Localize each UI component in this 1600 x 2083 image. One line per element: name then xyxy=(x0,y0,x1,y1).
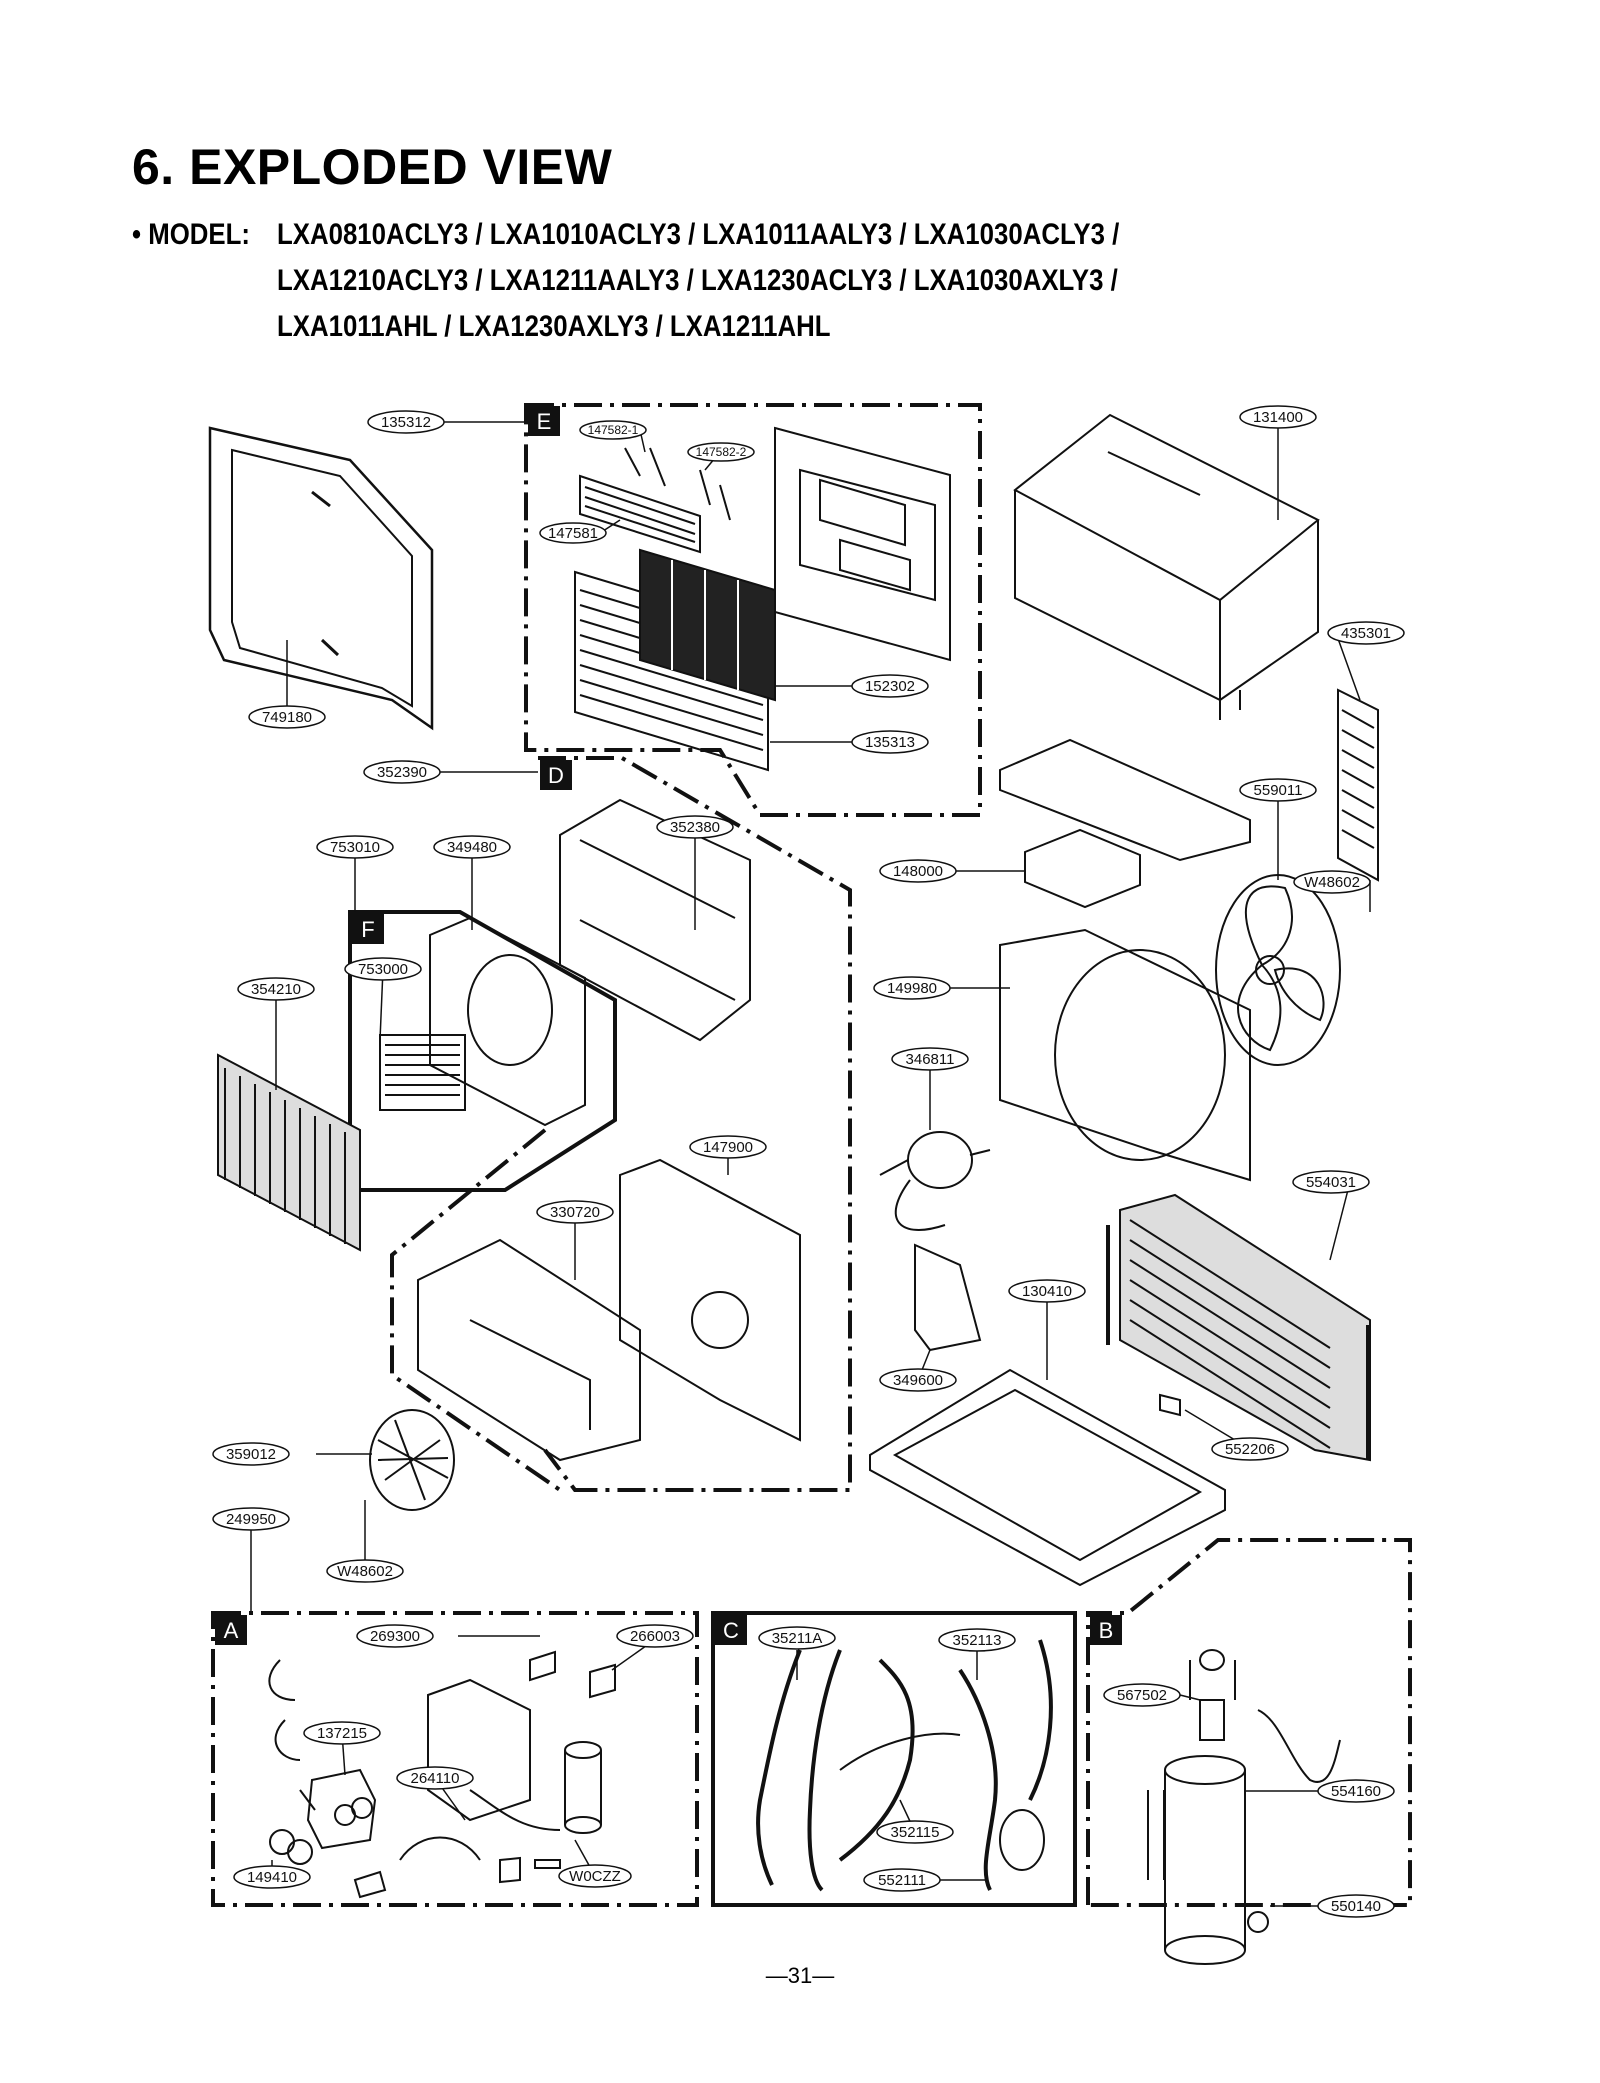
part-label: 554160 xyxy=(1317,1779,1395,1803)
part-label: 559011 xyxy=(1239,778,1317,802)
part-label: 346811 xyxy=(891,1047,969,1071)
svg-text:753000: 753000 xyxy=(358,961,408,978)
part-label: 567502 xyxy=(1103,1683,1181,1707)
part-label: 352113 xyxy=(938,1628,1016,1652)
svg-text:550140: 550140 xyxy=(1331,1898,1381,1915)
part-label: 550140 xyxy=(1317,1894,1395,1918)
part-label: 264110 xyxy=(396,1766,474,1790)
part-label: 35211A xyxy=(758,1626,836,1650)
svg-text:135312: 135312 xyxy=(381,414,431,431)
part-label: 552206 xyxy=(1211,1437,1289,1461)
svg-text:149410: 149410 xyxy=(247,1869,297,1886)
part-label: 749180 xyxy=(248,705,326,729)
svg-text:552111: 552111 xyxy=(878,1872,926,1889)
part-label: 147582-1 xyxy=(579,420,647,440)
svg-text:35211A: 35211A xyxy=(772,1630,823,1647)
part-label: 249950 xyxy=(212,1507,290,1531)
svg-text:130410: 130410 xyxy=(1022,1283,1072,1300)
section-tag-e: E xyxy=(537,409,552,434)
svg-text:148000: 148000 xyxy=(893,863,943,880)
model-label: • MODEL: xyxy=(132,218,250,251)
page-title: 6. EXPLODED VIEW xyxy=(132,139,613,195)
part-label: 152302 xyxy=(851,674,929,698)
part-label: 354210 xyxy=(237,977,315,1001)
svg-text:135313: 135313 xyxy=(865,734,915,751)
part-label: 147582-2 xyxy=(687,442,755,462)
svg-text:359012: 359012 xyxy=(226,1446,276,1463)
part-label: W48602 xyxy=(1293,870,1371,894)
svg-text:330720: 330720 xyxy=(550,1204,600,1221)
svg-text:435301: 435301 xyxy=(1341,625,1391,642)
svg-text:152302: 152302 xyxy=(865,678,915,695)
part-label: 148000 xyxy=(879,859,957,883)
model-list-line: LXA1011AHL / LXA1230AXLY3 / LXA1211AHL xyxy=(277,310,831,343)
svg-text:354210: 354210 xyxy=(251,981,301,998)
section-tag-a: A xyxy=(224,1618,239,1643)
svg-text:147581: 147581 xyxy=(548,525,598,542)
svg-text:266003: 266003 xyxy=(630,1628,680,1645)
svg-text:352113: 352113 xyxy=(953,1632,1002,1649)
section-tag-d: D xyxy=(548,763,564,788)
page-number: —31— xyxy=(765,1963,835,1988)
svg-text:269300: 269300 xyxy=(370,1628,420,1645)
svg-text:349480: 349480 xyxy=(447,839,497,856)
model-list-line: LXA0810ACLY3 / LXA1010ACLY3 / LXA1011AAL… xyxy=(277,218,1120,251)
part-label: 359012 xyxy=(212,1442,290,1466)
svg-text:349600: 349600 xyxy=(893,1372,943,1389)
part-label: 753010 xyxy=(316,835,394,859)
svg-text:749180: 749180 xyxy=(262,709,312,726)
svg-text:137215: 137215 xyxy=(317,1725,367,1742)
part-label: 135313 xyxy=(851,730,929,754)
svg-text:W0CZZ: W0CZZ xyxy=(569,1868,621,1885)
svg-text:147582-2: 147582-2 xyxy=(696,445,747,459)
part-label: 137215 xyxy=(303,1721,381,1745)
svg-text:W48602: W48602 xyxy=(337,1563,393,1580)
svg-text:147582-1: 147582-1 xyxy=(588,423,639,437)
section-tag-b: B xyxy=(1099,1618,1114,1643)
svg-text:346811: 346811 xyxy=(906,1051,955,1068)
svg-text:554031: 554031 xyxy=(1306,1174,1356,1191)
part-label: 352380 xyxy=(656,815,734,839)
svg-text:554160: 554160 xyxy=(1331,1783,1381,1800)
part-label: 266003 xyxy=(616,1624,694,1648)
part-label: 349480 xyxy=(433,835,511,859)
svg-text:W48602: W48602 xyxy=(1304,874,1360,891)
part-label: 269300 xyxy=(356,1624,434,1648)
part-label: 352115 xyxy=(876,1820,954,1844)
part-label: 349600 xyxy=(879,1368,957,1392)
part-label: 149410 xyxy=(233,1865,311,1889)
svg-text:131400: 131400 xyxy=(1253,409,1303,426)
part-label: 130410 xyxy=(1008,1279,1086,1303)
svg-text:753010: 753010 xyxy=(330,839,380,856)
part-label: 435301 xyxy=(1327,621,1405,645)
model-list-line: LXA1210ACLY3 / LXA1211AALY3 / LXA1230ACL… xyxy=(277,264,1118,297)
part-label: 147581 xyxy=(539,522,607,544)
section-tag-c: C xyxy=(723,1618,739,1643)
svg-text:352390: 352390 xyxy=(377,764,427,781)
part-label: 753000 xyxy=(344,957,422,981)
svg-text:149980: 149980 xyxy=(887,980,937,997)
part-label: 552111 xyxy=(863,1868,941,1892)
svg-text:559011: 559011 xyxy=(1254,782,1303,799)
svg-text:264110: 264110 xyxy=(411,1770,460,1787)
svg-text:567502: 567502 xyxy=(1117,1687,1167,1704)
part-label: 135312 xyxy=(367,410,445,434)
section-tag-f: F xyxy=(361,917,374,942)
part-label: 330720 xyxy=(536,1200,614,1224)
part-label: 554031 xyxy=(1292,1170,1370,1194)
svg-text:249950: 249950 xyxy=(226,1511,276,1528)
part-label: 352390 xyxy=(363,760,441,784)
svg-text:352380: 352380 xyxy=(670,819,720,836)
part-label: 131400 xyxy=(1239,405,1317,429)
part-label: W0CZZ xyxy=(558,1864,632,1888)
part-label: 147900 xyxy=(689,1135,767,1159)
part-label: W48602 xyxy=(326,1559,404,1583)
part-label: 149980 xyxy=(873,976,951,1000)
svg-text:552206: 552206 xyxy=(1225,1441,1275,1458)
svg-text:352115: 352115 xyxy=(891,1824,940,1841)
svg-text:147900: 147900 xyxy=(703,1139,753,1156)
